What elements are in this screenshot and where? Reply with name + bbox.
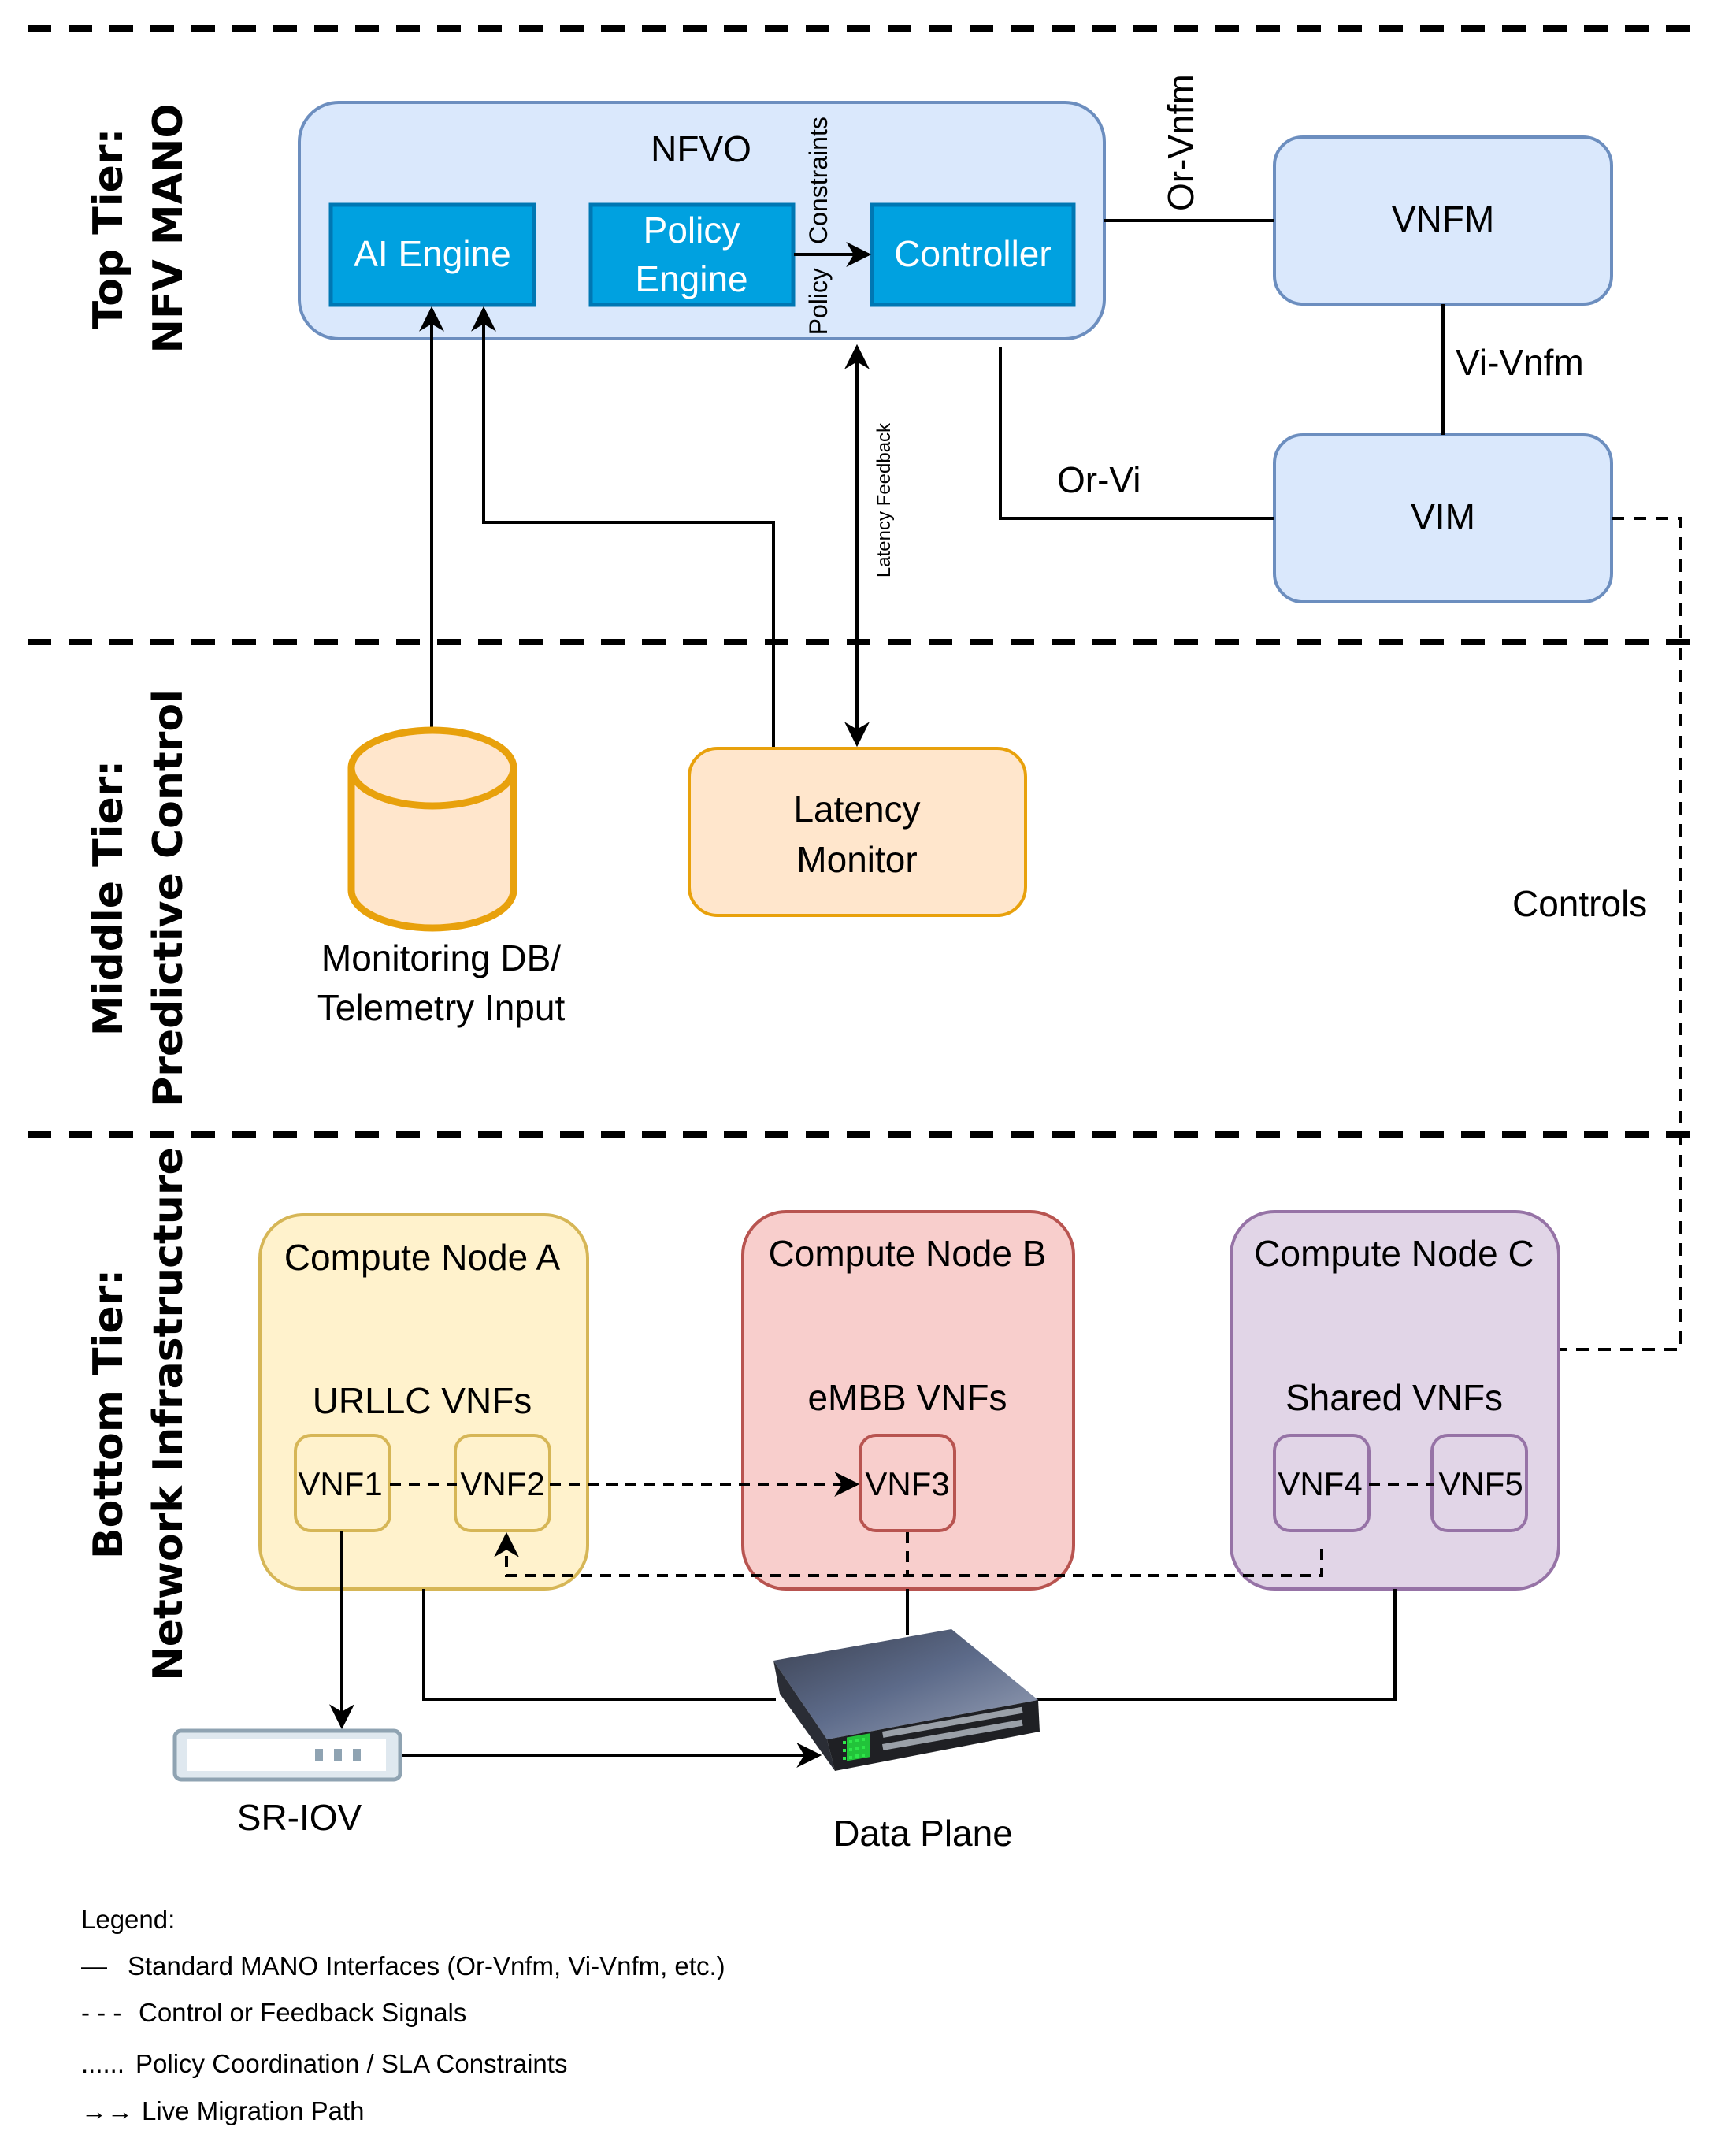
tier-label-top: Top Tier: NFV MANO xyxy=(85,103,192,353)
vnf3-box[interactable]: VNF3 xyxy=(859,1434,956,1532)
node-a-to-switch-link xyxy=(422,1589,776,1701)
compute-node-c[interactable]: Compute Node C Shared VNFs xyxy=(1230,1210,1560,1591)
legend-dotted-text: Policy Coordination / SLA Constraints xyxy=(135,2049,567,2078)
latency-monitor-label-line2: Monitor xyxy=(796,839,917,880)
vim-box[interactable]: VIM xyxy=(1273,433,1613,603)
latency-monitor-label-line1: Latency xyxy=(793,789,920,830)
monitoring-db-cylinder[interactable] xyxy=(347,726,517,932)
compute-node-a-group: URLLC VNFs xyxy=(313,1380,532,1421)
vnf2-label: VNF2 xyxy=(460,1465,544,1502)
network-switch-icon[interactable] xyxy=(773,1629,1040,1771)
vnfm-label: VNFM xyxy=(1392,199,1494,239)
sriov-label: SR-IOV xyxy=(237,1797,362,1838)
legend-dashed-text: Control or Feedback Signals xyxy=(139,1998,466,2027)
compute-node-b-title: Compute Node B xyxy=(769,1233,1047,1274)
vnf4-box[interactable]: VNF4 xyxy=(1273,1434,1371,1532)
switch-ports xyxy=(882,1706,1023,1750)
latency-monitor-box[interactable]: Latency Monitor xyxy=(688,747,1027,917)
controller-box[interactable]: Controller xyxy=(870,202,1076,307)
policy-engine-label-line1: Policy xyxy=(644,210,740,251)
latency-to-ai-engine-arrow xyxy=(471,306,775,748)
tier-label-middle-line1: Middle Tier: xyxy=(85,760,132,1036)
legend-migration-text: Live Migration Path xyxy=(142,2096,364,2125)
vnf1-box[interactable]: VNF1 xyxy=(294,1434,391,1532)
legend-item-migration: →→ Live Migration Path xyxy=(81,2096,364,2125)
legend-dashed-symbol: - - - xyxy=(81,1998,121,2027)
switch-leds xyxy=(843,1738,865,1760)
legend-solid-symbol: — xyxy=(81,1951,107,1980)
vnf5-box[interactable]: VNF5 xyxy=(1430,1434,1528,1532)
vnf4-label: VNF4 xyxy=(1278,1465,1362,1502)
legend-solid-text: Standard MANO Interfaces (Or-Vnfm, Vi-Vn… xyxy=(128,1951,725,1980)
monitoring-db-label-line1: Monitoring DB/ xyxy=(321,937,561,978)
latency-feedback-label: Latency Feedback xyxy=(874,422,895,577)
tier-label-middle: Middle Tier: Predictive Control xyxy=(85,689,192,1107)
controls-label: Controls xyxy=(1512,883,1647,924)
or-vnfm-label: Or-Vnfm xyxy=(1160,74,1201,211)
sriov-device-icon[interactable] xyxy=(172,1728,402,1782)
legend-item-solid: — Standard MANO Interfaces (Or-Vnfm, Vi-… xyxy=(81,1951,725,1980)
tier-label-bottom-line2: Network Infrastructure xyxy=(145,1147,192,1681)
tier-label-bottom-line1: Bottom Tier: xyxy=(85,1269,132,1559)
nfvo-title: NFVO xyxy=(651,128,751,169)
compute-node-a-title: Compute Node A xyxy=(284,1237,561,1278)
or-vi-connector xyxy=(999,347,1274,520)
vnf1-label: VNF1 xyxy=(298,1465,382,1502)
tier-label-top-line1: Top Tier: xyxy=(85,128,132,329)
legend-title: Legend: xyxy=(81,1905,175,1934)
monitoring-db-label-line2: Telemetry Input xyxy=(317,987,566,1028)
tier-label-bottom: Bottom Tier: Network Infrastructure xyxy=(85,1147,192,1681)
vnf3-label: VNF3 xyxy=(865,1465,949,1502)
compute-node-b-group: eMBB VNFs xyxy=(807,1377,1007,1418)
legend-item-dashed: - - - Control or Feedback Signals xyxy=(81,1998,466,2027)
tier-label-middle-line2: Predictive Control xyxy=(145,689,192,1107)
compute-node-c-title: Compute Node C xyxy=(1254,1233,1534,1274)
policy-engine-label-line2: Engine xyxy=(635,258,747,299)
compute-node-a[interactable]: Compute Node A URLLC VNFs xyxy=(258,1213,589,1591)
ai-engine-label: AI Engine xyxy=(354,233,510,274)
legend: Legend: — Standard MANO Interfaces (Or-V… xyxy=(81,1905,725,2125)
controls-dashed-connector xyxy=(1560,517,1682,1351)
policy-engine-box[interactable]: Policy Engine xyxy=(588,202,796,307)
or-vi-label: Or-Vi xyxy=(1057,459,1141,500)
vnfm-box[interactable]: VNFM xyxy=(1273,135,1613,306)
controller-label: Controller xyxy=(894,233,1051,274)
tier-label-top-line2: NFV MANO xyxy=(145,103,192,353)
compute-node-c-group: Shared VNFs xyxy=(1285,1377,1503,1418)
policy-constraints-label-policy: Policy xyxy=(804,268,833,335)
legend-dotted-symbol: ...... xyxy=(81,2049,124,2078)
ai-engine-box[interactable]: AI Engine xyxy=(328,202,536,307)
legend-migration-symbol: →→ xyxy=(81,2096,133,2125)
data-plane-label: Data Plane xyxy=(833,1813,1013,1854)
policy-constraints-label-constraints: Constraints xyxy=(804,117,833,244)
node-c-to-switch-link xyxy=(1036,1589,1397,1701)
legend-item-dotted: ...... Policy Coordination / SLA Constra… xyxy=(81,2049,567,2078)
vi-vnfm-label: Vi-Vnfm xyxy=(1456,342,1584,383)
vim-label: VIM xyxy=(1411,496,1475,537)
vnf2-box[interactable]: VNF2 xyxy=(454,1434,551,1532)
vnf5-label: VNF5 xyxy=(1438,1465,1523,1502)
